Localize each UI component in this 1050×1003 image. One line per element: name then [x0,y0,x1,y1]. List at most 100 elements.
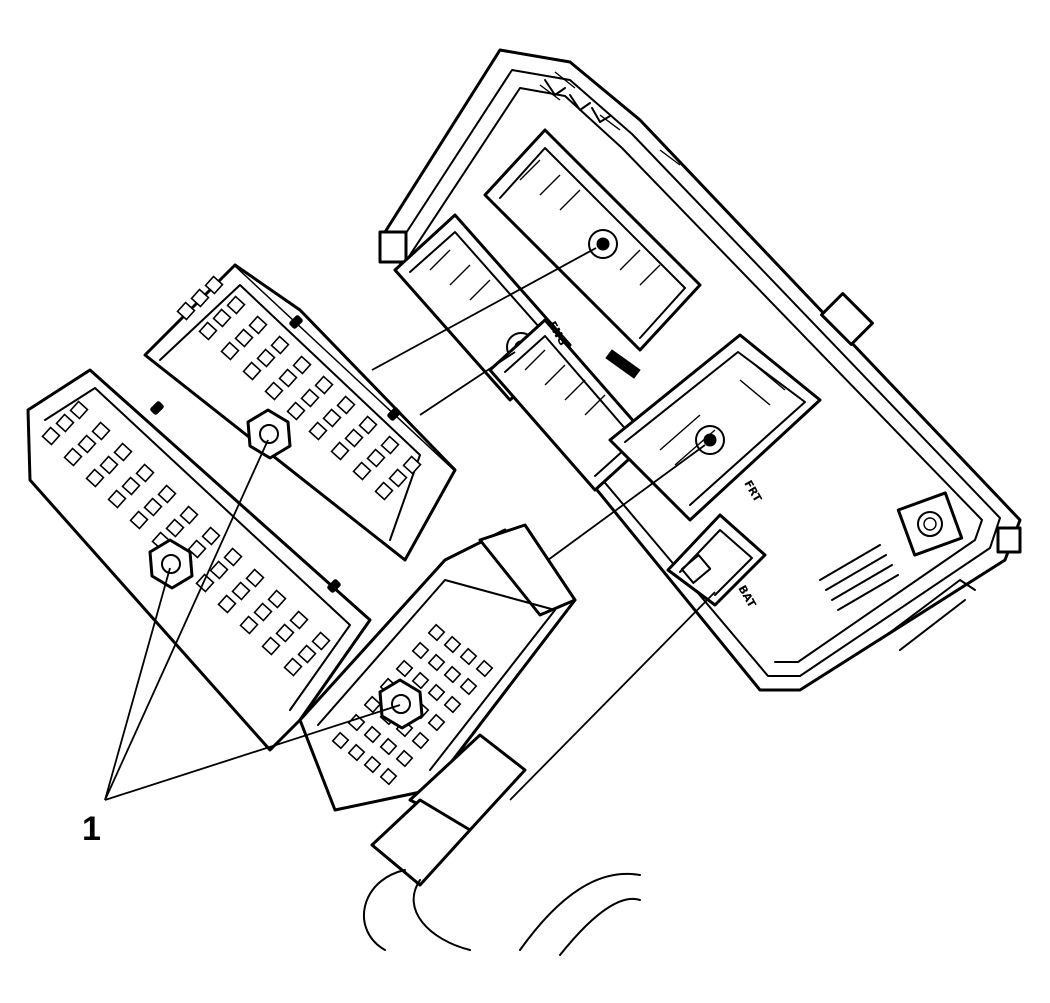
terminal-cavity [427,623,446,642]
terminal-cavity [201,526,221,546]
terminal-cavity [41,426,61,446]
terminal-cavity [55,413,75,433]
terminal-cavity [347,743,366,762]
terminal-cavity [411,641,430,660]
terminal-cavity [245,568,265,588]
terminal-cavity [143,497,163,517]
terminal-cavity [77,434,97,454]
terminal-cavity [344,428,364,448]
terminal-cavity [209,560,229,580]
terminal-cavity [331,731,350,750]
terminal-cavity [264,381,284,401]
terminal-cavity [179,505,199,525]
terminal-cavity [231,581,251,601]
terminal-cavity [286,401,306,421]
callout-1: 1 [82,439,401,848]
terminal-cavity [289,610,309,630]
terminal-cavity [459,647,478,666]
terminal-cavity [176,301,196,321]
terminal-cavity [217,594,237,614]
terminal-cavity [278,368,298,388]
terminal-cavity [311,631,331,651]
terminal-cavity [308,421,328,441]
terminal-cavity [226,295,246,315]
terminal-cavity [300,388,320,408]
connector-c [298,523,577,812]
terminal-cavity [113,442,133,462]
terminal-cavity [443,635,462,654]
terminal-cavity [190,288,210,308]
terminal-cavity [129,510,149,530]
terminal-cavity [330,441,350,461]
terminal-cavity [198,321,218,341]
terminal-cavity [443,695,462,714]
connector-b [26,368,372,752]
terminal-cavity [297,644,317,664]
terminal-cavity [388,468,408,488]
terminal-cavity [275,623,295,643]
terminal-cavity [157,484,177,504]
terminal-cavity [91,421,111,441]
right-socket [608,333,822,522]
plug-bolts [148,408,424,730]
terminal-cavity [135,463,155,483]
terminal-cavity [239,615,259,635]
terminal-cavity [322,408,342,428]
terminal-cavity [270,335,290,355]
terminal-cavity [411,731,430,750]
terminal-cavity [267,589,287,609]
terminal-cavity [242,361,262,381]
terminal-cavity [352,461,372,481]
lower-socket [666,513,767,607]
terminal-cavity [292,355,312,375]
terminal-cavity [99,455,119,475]
terminal-cavity [165,518,185,538]
terminal-cavity [220,341,240,361]
alignment-lines [371,247,716,801]
connector-a [143,263,457,562]
terminal-cavity [395,659,414,678]
callout-leader [104,704,401,801]
terminal-cavity [402,455,422,475]
terminal-cavity [234,328,254,348]
terminal-cavity [363,725,382,744]
terminal-cavity [459,677,478,696]
terminal-cavity [379,767,398,786]
terminal-cavity [379,737,398,756]
terminal-cavity [427,683,446,702]
terminal-cavity [314,375,334,395]
terminal-cavity [427,653,446,672]
terminal-cavity [248,315,268,335]
embossed-marking [605,349,641,379]
terminal-cavity [443,665,462,684]
terminal-cavity [411,671,430,690]
callout-leader [104,567,171,801]
terminal-cavity [363,695,382,714]
terminal-cavity [85,468,105,488]
upper-socket [483,128,702,352]
terminal-cavity [475,659,494,678]
terminal-cavity [261,636,281,656]
terminal-cavity [223,547,243,567]
terminal-cavity [63,447,83,467]
terminal-cavity [336,395,356,415]
terminal-cavity [204,275,224,295]
terminal-cavity [358,415,378,435]
terminal-cavity [395,749,414,768]
callout-leader [104,439,269,801]
terminal-cavity [121,476,141,496]
terminal-cavity [187,539,207,559]
terminal-cavity [366,448,386,468]
terminal-cavity [107,489,127,509]
terminal-cavity [253,602,273,622]
wire-harness [362,733,641,956]
terminal-cavity [374,481,394,501]
terminal-cavity [256,348,276,368]
terminal-cavity [380,435,400,455]
terminal-cavity [427,713,446,732]
terminal-cavity [363,755,382,774]
callout-number: 1 [82,810,101,848]
terminal-cavity [212,308,232,328]
